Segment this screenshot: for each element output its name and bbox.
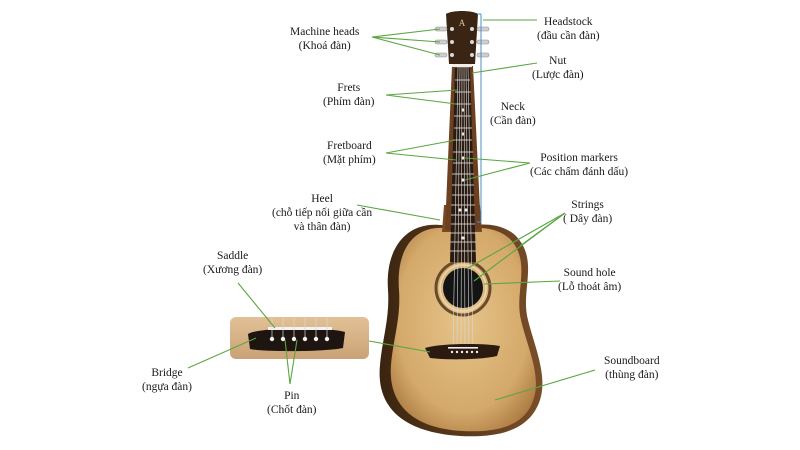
sound-hole [443, 268, 483, 308]
label-strings: Strings ( Dây đàn) [563, 198, 612, 226]
label-sound-hole-en: Sound hole [563, 267, 616, 279]
label-soundboard-en: Soundboard [604, 355, 660, 367]
headstock-shape [446, 11, 478, 64]
label-bridge-en: Bridge [151, 367, 183, 379]
label-heel-en: Heel [311, 193, 333, 205]
neck-bracket [477, 13, 482, 223]
label-neck: Neck (Cần đàn) [490, 100, 536, 128]
label-neck-vi: (Cần đàn) [490, 115, 536, 127]
label-bridge-vi: (ngựa đàn) [142, 381, 192, 393]
label-headstock-en: Headstock [544, 16, 593, 28]
label-position-markers: Position markers (Các chấm đánh dấu) [530, 151, 628, 179]
label-machine-heads-vi: (Khoá đàn) [298, 40, 351, 52]
label-position-markers-vi: (Các chấm đánh dấu) [530, 166, 629, 178]
soundboard-shape [390, 227, 536, 432]
bridge-pins-on-body [450, 350, 479, 354]
label-machine-heads: Machine heads (Khoá đàn) [290, 25, 359, 53]
label-nut-en: Nut [549, 55, 567, 67]
label-fretboard-vi: (Mặt phím) [323, 154, 376, 166]
label-frets-en: Frets [337, 82, 361, 94]
label-fretboard: Fretboard (Mặt phím) [323, 139, 376, 167]
label-saddle: Saddle (Xương đàn) [203, 249, 262, 277]
label-nut: Nut (Lược đàn) [532, 54, 584, 82]
label-frets-vi: (Phím đàn) [323, 96, 375, 108]
label-headstock: Headstock (đầu cần đàn) [537, 15, 600, 43]
label-pin-vi: (Chốt đàn) [267, 404, 317, 416]
label-soundboard-vi: (thùng đàn) [605, 369, 659, 381]
label-saddle-vi: (Xương đàn) [203, 264, 263, 276]
label-position-markers-en: Position markers [540, 152, 618, 164]
label-fretboard-en: Fretboard [326, 140, 372, 152]
label-pin-en: Pin [284, 390, 300, 402]
label-heel-vi2: và thân đàn) [293, 221, 351, 233]
strings [452, 65, 474, 349]
leader-lines [187, 19, 596, 401]
label-heel: Heel (chỗ tiếp nối giữa cần và thân đàn) [272, 192, 372, 234]
label-bridge: Bridge (ngựa đàn) [142, 366, 192, 394]
label-soundboard: Soundboard (thùng đàn) [604, 354, 660, 382]
headstock-logo: A [459, 18, 466, 28]
label-machine-heads-en: Machine heads [290, 26, 360, 38]
label-sound-hole: Sound hole (Lỗ thoát âm) [558, 266, 621, 294]
position-markers-dots [458, 108, 468, 240]
label-pin: Pin (Chốt đàn) [267, 389, 317, 417]
label-headstock-vi: (đầu cần đàn) [537, 30, 600, 42]
label-saddle-en: Saddle [216, 250, 249, 262]
sound-hole-ring [439, 264, 487, 312]
label-strings-en: Strings [571, 199, 604, 211]
label-neck-en: Neck [500, 101, 525, 113]
label-nut-vi: (Lược đàn) [532, 69, 584, 81]
label-sound-hole-vi: (Lỗ thoát âm) [558, 281, 622, 293]
label-heel-vi: (chỗ tiếp nối giữa cần [272, 207, 373, 219]
machine-heads-shape [434, 26, 490, 58]
bridge-inset [230, 317, 369, 359]
saddle-on-body [448, 347, 478, 349]
label-strings-vi: ( Dây đàn) [563, 213, 613, 225]
nut-shape [452, 64, 472, 67]
label-frets: Frets (Phím đàn) [323, 81, 374, 109]
